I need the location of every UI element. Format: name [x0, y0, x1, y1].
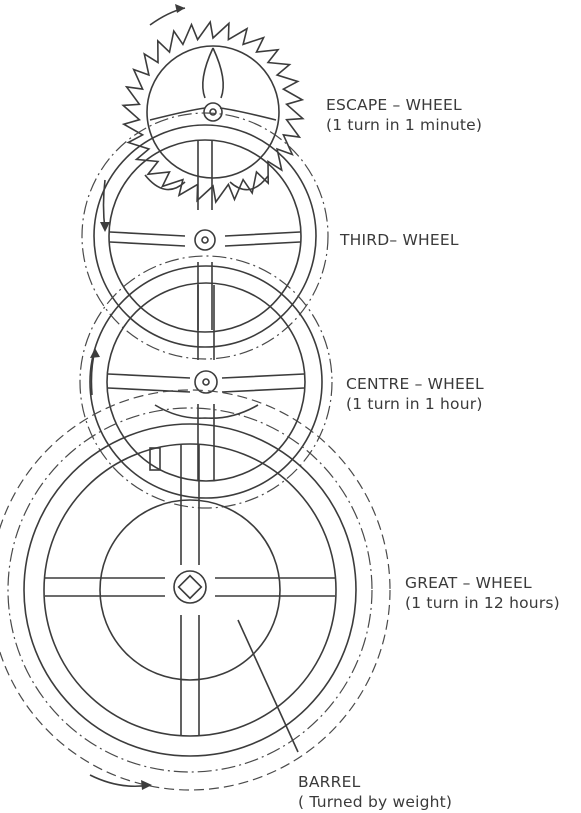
centre-wheel-label: CENTRE – WHEEL (1 turn in 1 hour) [346, 374, 484, 414]
centre-wheel-note: (1 turn in 1 hour) [346, 394, 484, 414]
escape-wheel-note: (1 turn in 1 minute) [326, 115, 482, 135]
escape-wheel [123, 22, 303, 202]
escape-wheel-label: ESCAPE – WHEEL (1 turn in 1 minute) [326, 95, 482, 135]
third-wheel-label: THIRD– WHEEL [340, 230, 459, 250]
barrel-name: BARREL [298, 772, 452, 792]
third-wheel [82, 113, 328, 359]
escape-wheel-name: ESCAPE – WHEEL [326, 95, 482, 115]
centre-wheel [80, 256, 332, 508]
great-wheel-name: GREAT – WHEEL [405, 573, 560, 593]
centre-wheel-name: CENTRE – WHEEL [346, 374, 484, 394]
third-wheel-name: THIRD– WHEEL [340, 230, 459, 250]
great-wheel-note: (1 turn in 12 hours) [405, 593, 560, 613]
barrel-label: BARREL ( Turned by weight) [298, 772, 452, 812]
great-wheel [0, 390, 390, 790]
great-wheel-label: GREAT – WHEEL (1 turn in 12 hours) [405, 573, 560, 613]
barrel-note: ( Turned by weight) [298, 792, 452, 812]
